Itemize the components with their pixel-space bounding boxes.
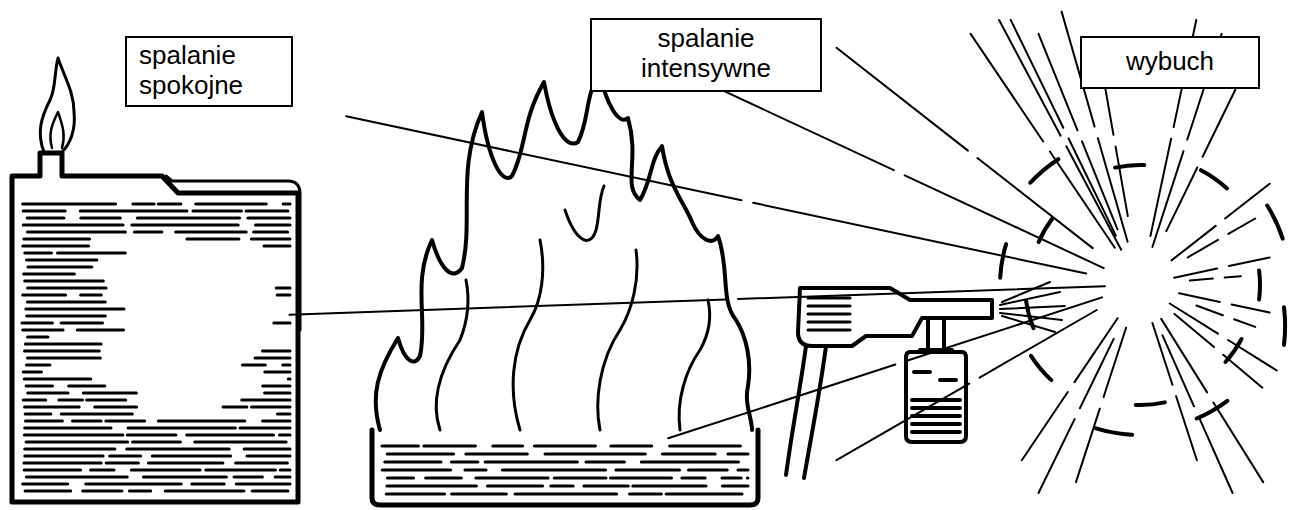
label-box: spalanie intensywne [590, 18, 822, 92]
small-flame-core [50, 112, 63, 148]
flame-tongue [679, 300, 709, 430]
explosion-debris [1000, 159, 1285, 435]
pan-hatching [382, 446, 748, 494]
box-label: wybuch [1092, 47, 1248, 77]
canister-handle [166, 176, 300, 330]
flame-tongue [598, 250, 637, 430]
small-flame [40, 58, 74, 152]
explosion-rays [290, 12, 1277, 493]
canister-outline [12, 153, 298, 502]
flame-tongue [565, 186, 604, 240]
pan-figure [372, 72, 758, 505]
spray-gun-figure [786, 282, 1065, 478]
canister-hatching [22, 204, 290, 491]
label-box: wybuch [1080, 36, 1260, 89]
canister-figure [12, 58, 300, 502]
box-label: spalanie spokojne [139, 41, 281, 101]
spray-hose [786, 346, 826, 478]
flame-tongue [436, 280, 468, 430]
paint-jar [906, 352, 966, 442]
label-box: spalanie spokojne [125, 36, 293, 107]
flame-tongue [513, 240, 543, 430]
jar-neck [920, 318, 952, 350]
big-flame-outline [376, 72, 752, 430]
pan-outline [372, 430, 758, 505]
box-label: spalanie intensywne [602, 24, 810, 84]
grip-hatching [808, 298, 850, 330]
explosion-figure [290, 12, 1286, 493]
